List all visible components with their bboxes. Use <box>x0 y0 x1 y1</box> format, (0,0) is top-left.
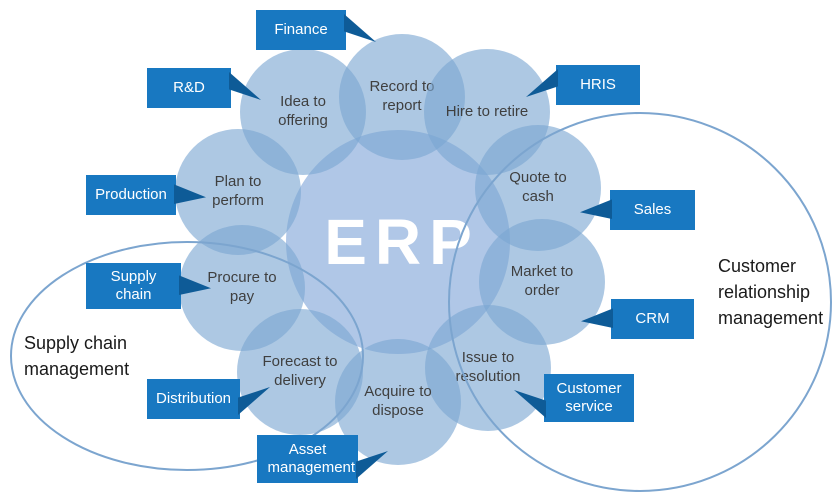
petal-label: Hire to retire <box>445 102 529 120</box>
petal-idea-to-offering: Idea to offering <box>240 49 366 175</box>
callout-label: Production <box>95 186 167 203</box>
petal-label: Quote to cash <box>509 169 567 205</box>
petal-label: Forecast to delivery <box>262 353 338 389</box>
callout-pointer-icon <box>344 14 376 42</box>
callout-label: Sales <box>633 201 672 218</box>
petal-label: Acquire to dispose <box>364 383 432 419</box>
petal-label: Market to order <box>510 263 574 299</box>
callout-sales: Sales <box>580 190 695 230</box>
callout-label: Customer service <box>556 380 622 415</box>
petal-label: Record to report <box>369 78 435 114</box>
callout-finance: Finance <box>256 10 376 50</box>
callout-label: CRM <box>635 310 670 327</box>
callout-label: Finance <box>274 21 328 38</box>
callout-asset-management: Asset management <box>257 435 388 483</box>
callout-distribution: Distribution <box>147 379 270 419</box>
callout-label: Asset management <box>267 441 356 476</box>
petal-label: Idea to offering <box>278 93 328 129</box>
callout-label: R&D <box>173 79 205 96</box>
callout-label: Supply chain <box>110 268 157 303</box>
callout-customer-service: Customer service <box>514 374 634 422</box>
callout-supply-chain: Supply chain <box>86 263 211 309</box>
petal-label: Plan to perform <box>212 173 264 209</box>
region-label-supply-chain-management: Supply chain management <box>24 333 130 380</box>
erp-label: ERP <box>324 206 480 278</box>
callout-label: Distribution <box>155 390 232 407</box>
callout-rnd: R&D <box>147 68 261 108</box>
petal-label: Procure to pay <box>207 269 277 305</box>
callout-production: Production <box>86 175 206 215</box>
callout-hris: HRIS <box>526 65 640 105</box>
callout-crm: CRM <box>581 299 694 339</box>
region-label-customer-relationship-management: Customer relationship management <box>718 256 824 329</box>
callout-label: HRIS <box>580 76 616 93</box>
